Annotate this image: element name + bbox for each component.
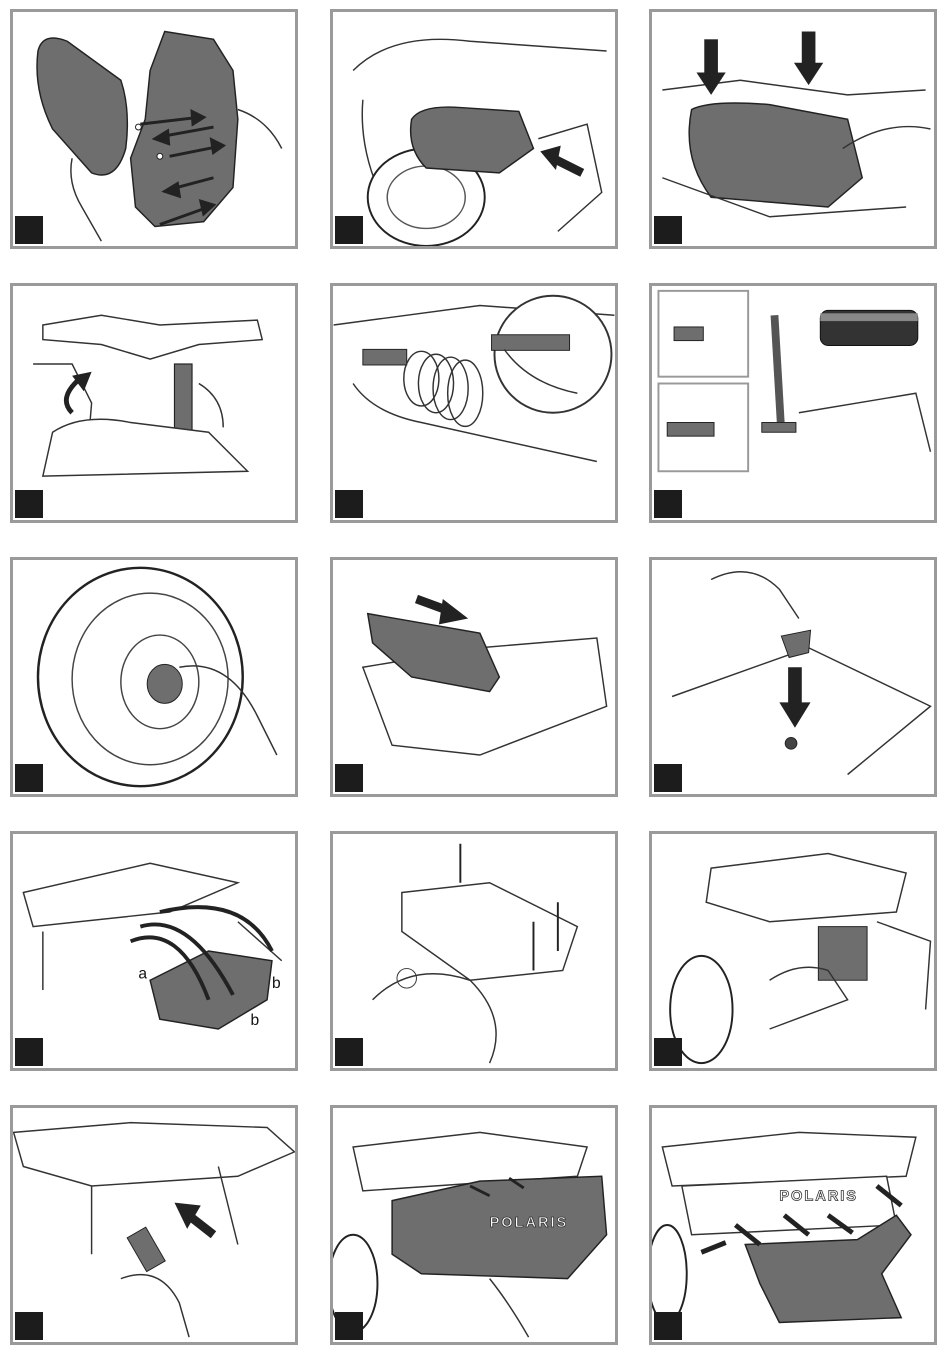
- step-panel-2: [330, 9, 618, 249]
- step-marker: [15, 1038, 43, 1066]
- label-b-lower: b: [251, 1012, 260, 1029]
- step-panel-6: [649, 283, 937, 523]
- step-marker: [15, 490, 43, 518]
- step-marker: [335, 490, 363, 518]
- step-marker: [654, 216, 682, 244]
- illustration-gearbox-install-in-vehicle: [333, 12, 615, 246]
- step-marker: [654, 1312, 682, 1340]
- step-panel-11: [330, 831, 618, 1071]
- step-marker: [335, 764, 363, 792]
- step-panel-10: a b b: [10, 831, 298, 1071]
- label-b-upper: b: [272, 975, 281, 992]
- polaris-logo: POLARIS: [490, 1215, 569, 1231]
- illustration-rear-bumper-install: POLARIS: [333, 1108, 615, 1342]
- step-panel-7: [10, 557, 298, 797]
- illustration-rear-housing-hooks: a b b: [13, 834, 295, 1068]
- step-panel-5: [330, 283, 618, 523]
- illustration-wheel-hub-cap: [13, 560, 295, 794]
- step-panel-15: POLARIS: [649, 1105, 937, 1345]
- illustration-plug-insert: [652, 560, 934, 794]
- illustration-front-bumper-install: POLARIS: [652, 1108, 934, 1342]
- illustration-rear-rack-screws: [333, 834, 615, 1068]
- step-panel-12: [649, 831, 937, 1071]
- step-marker: [15, 216, 43, 244]
- step-marker: [335, 1312, 363, 1340]
- step-marker: [335, 216, 363, 244]
- step-panel-3: [649, 9, 937, 249]
- step-panel-4: [10, 283, 298, 523]
- step-marker: [335, 1038, 363, 1066]
- step-panel-1: [10, 9, 298, 249]
- label-a: a: [138, 965, 147, 982]
- illustration-rear-panel-attach: [652, 834, 934, 1068]
- illustration-cable-routing: [13, 286, 295, 520]
- step-marker: [654, 764, 682, 792]
- illustration-shaft-and-boot-detail: [333, 286, 615, 520]
- step-panel-9: [649, 557, 937, 797]
- step-marker: [654, 1038, 682, 1066]
- illustration-gearbox-press-down: [652, 12, 934, 246]
- step-panel-14: POLARIS: [330, 1105, 618, 1345]
- step-marker: [654, 490, 682, 518]
- polaris-logo: POLARIS: [779, 1189, 858, 1205]
- illustration-battery-insert: [333, 560, 615, 794]
- step-panel-8: [330, 557, 618, 797]
- illustration-clip-insert: [13, 1108, 295, 1342]
- step-panel-13: [10, 1105, 298, 1345]
- step-marker: [15, 764, 43, 792]
- step-marker: [15, 1312, 43, 1340]
- illustration-gearbox-cover-assembly: [13, 12, 295, 246]
- illustration-axle-hammer-and-cap: [652, 286, 934, 520]
